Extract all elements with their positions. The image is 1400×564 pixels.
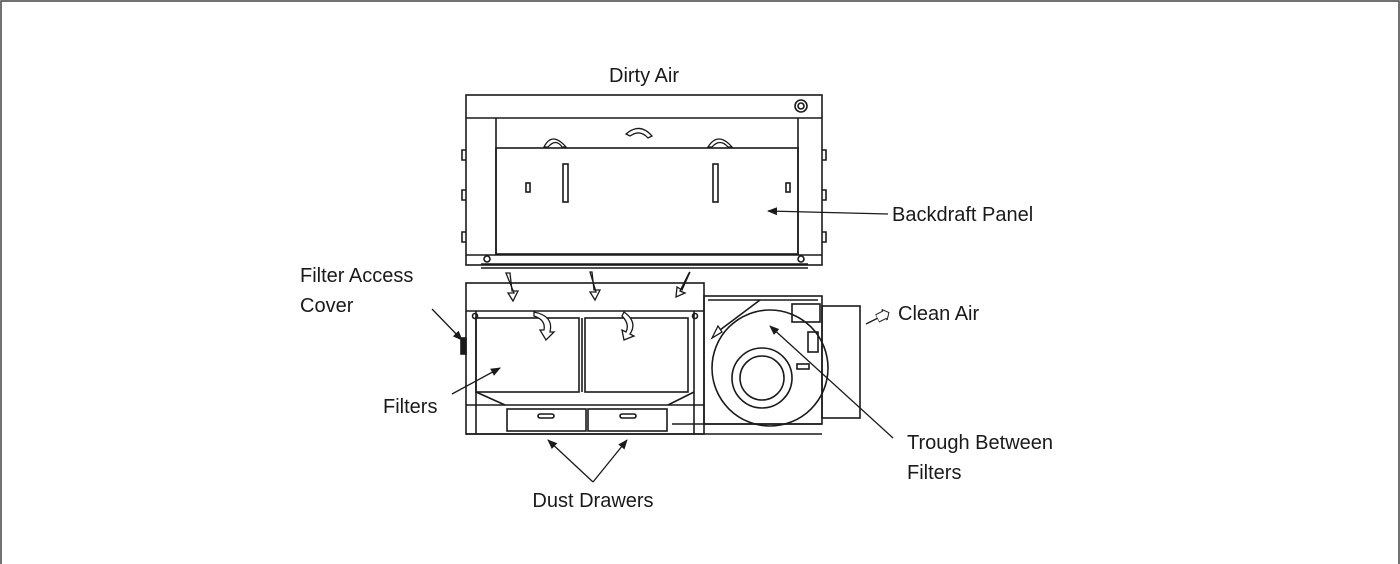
blower-housing	[703, 295, 823, 425]
label-trough-line2: Filters	[907, 462, 961, 484]
clean-air-arrow	[865, 313, 888, 325]
filters-leader	[451, 367, 501, 395]
label-filters: Filters	[383, 396, 437, 418]
trough-leader	[769, 325, 894, 439]
dust-drawer-leader-right	[592, 439, 628, 483]
backdraft-panel	[495, 147, 799, 255]
label-backdraft-panel: Backdraft Panel	[892, 204, 1033, 226]
backdraft-panel-leader	[767, 207, 889, 216]
airflow-arrows	[505, 127, 734, 342]
label-filter-access-cover-line2: Cover	[300, 295, 354, 317]
dust-drawer-leader-left	[547, 439, 594, 483]
leader-lines	[431, 207, 894, 483]
filter-right	[584, 317, 689, 393]
dust-drawer-right	[587, 408, 668, 432]
dust-collector-drawing	[460, 94, 861, 435]
filter-left	[475, 317, 580, 393]
dust-drawer-left	[506, 408, 587, 432]
blower-wheel	[711, 309, 829, 427]
filter-access-cover-leader	[431, 308, 463, 341]
clean-air-outlet	[821, 305, 861, 419]
upper-cabinet	[465, 94, 823, 266]
label-dust-drawers: Dust Drawers	[532, 490, 653, 512]
label-dirty-air: Dirty Air	[609, 65, 679, 87]
label-filter-access-cover-line1: Filter Access	[300, 265, 413, 287]
label-trough-line1: Trough Between	[907, 432, 1053, 454]
label-clean-air: Clean Air	[898, 303, 979, 325]
knob-icon	[794, 99, 808, 113]
